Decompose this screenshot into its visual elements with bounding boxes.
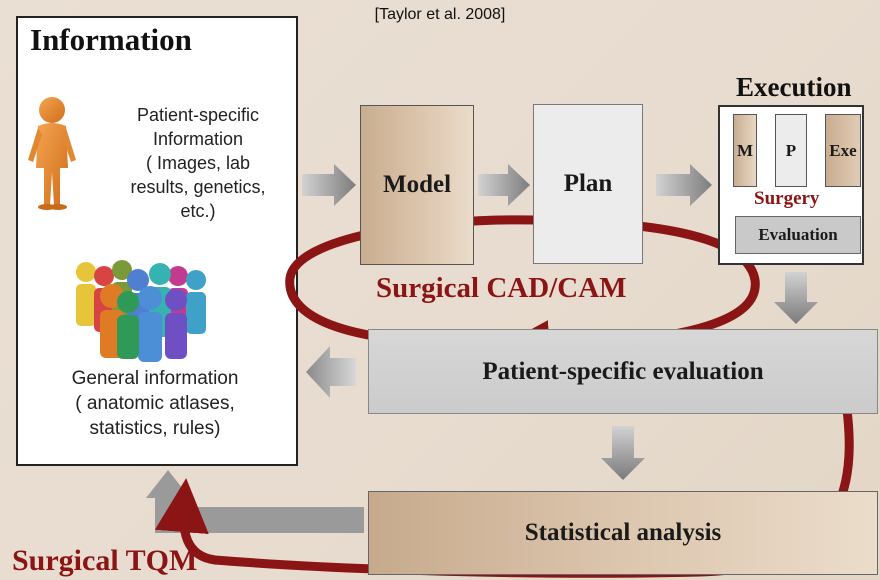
- arrow-execution-to-evaluation: [774, 272, 818, 324]
- execution-model-box: M: [733, 114, 757, 187]
- execution-plan-box: P: [775, 114, 807, 187]
- execution-title: Execution: [736, 72, 852, 102]
- model-box: Model: [360, 105, 474, 265]
- arrow-statistics-to-info-head: [146, 470, 190, 498]
- crowd-icon: [76, 260, 206, 362]
- patient-specific-evaluation-box: Patient-specific evaluation: [368, 329, 878, 414]
- surgical-cadcam-label: Surgical CAD/CAM: [376, 272, 627, 304]
- surgical-tqm-label: Surgical TQM: [12, 544, 198, 577]
- information-panel: [16, 16, 298, 466]
- arrow-model-to-plan: [478, 164, 530, 206]
- general-info-text: General information ( anatomic atlases, …: [71, 368, 239, 439]
- citation: [Taylor et al. 2008]: [374, 6, 506, 23]
- arrow-statistics-to-info: [155, 496, 364, 533]
- arrow-info-to-model: [302, 164, 356, 206]
- arrow-evaluation-to-info: [306, 346, 356, 398]
- arrow-plan-to-execution: [656, 164, 712, 206]
- plan-box: Plan: [533, 104, 643, 264]
- patient-specific-info-text: Patient-specific Information ( Images, l…: [130, 105, 266, 221]
- surgery-label: Surgery: [754, 188, 820, 209]
- information-title: Information: [30, 22, 192, 57]
- execution-evaluation-box: Evaluation: [735, 216, 861, 254]
- arrow-evaluation-to-statistics: [601, 426, 645, 480]
- execution-exe-box: Exe: [825, 114, 861, 187]
- statistical-analysis-box: Statistical analysis: [368, 491, 878, 575]
- person-icon: [28, 97, 76, 210]
